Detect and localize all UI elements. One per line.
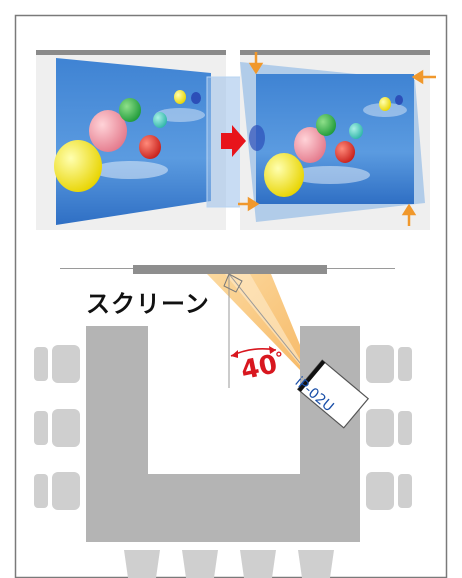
balloon-icon	[191, 92, 201, 104]
before-panel	[36, 50, 226, 230]
chair-icon	[398, 474, 412, 508]
chairs-right	[366, 345, 412, 510]
balloon-icon	[119, 98, 141, 122]
projection-beam	[207, 274, 316, 384]
chair-icon	[34, 347, 48, 381]
chair-icon	[34, 411, 48, 445]
screen-bar	[133, 265, 327, 274]
cloud	[92, 161, 168, 179]
projection-line	[228, 273, 313, 379]
after-panel	[238, 50, 436, 230]
arrow-left-icon	[411, 69, 424, 85]
arrow-right-icon	[247, 196, 260, 212]
balloon-icon	[153, 112, 167, 128]
chair-icon	[52, 472, 80, 510]
balloon-icon	[139, 135, 161, 159]
balloon-icon	[249, 125, 265, 151]
cloud	[290, 166, 370, 184]
before-screen-bar	[36, 50, 226, 55]
chair-icon	[34, 474, 48, 508]
angle-arc-arrowhead	[231, 350, 238, 358]
balloon-icon	[379, 97, 391, 111]
chair-icon	[240, 550, 276, 578]
balloon-icon	[54, 140, 102, 192]
chair-icon	[298, 550, 334, 578]
chair-icon	[398, 347, 412, 381]
chair-icon	[52, 409, 80, 447]
after-screen-bar	[240, 50, 430, 55]
right-angle-marker	[223, 273, 243, 293]
chair-icon	[366, 345, 394, 383]
balloon-icon	[335, 141, 355, 163]
balloon-icon	[89, 110, 127, 152]
cloud	[155, 108, 205, 122]
arrow-up-icon	[401, 203, 417, 216]
chair-icon	[366, 409, 394, 447]
chair-icon	[52, 345, 80, 383]
balloon-icon	[316, 114, 336, 136]
red-arrow-icon	[221, 125, 246, 157]
chair-icon	[366, 472, 394, 510]
projector	[296, 359, 370, 429]
balloon-icon	[264, 153, 304, 197]
projection-beam-core	[225, 274, 312, 380]
chair-icon	[182, 550, 218, 578]
corner-arrows	[238, 52, 436, 226]
balloon-icon	[294, 127, 326, 163]
chair-icon	[398, 411, 412, 445]
angle-arc-arrowhead	[269, 346, 276, 354]
balloon-icon	[174, 90, 186, 104]
balloon-icon	[395, 95, 403, 105]
chairs-left	[34, 345, 80, 510]
projector-lens	[297, 360, 326, 392]
balloon-icon	[349, 123, 363, 139]
u-shaped-table	[86, 326, 360, 542]
arrow-down-icon	[248, 62, 264, 75]
chairs-bottom	[124, 550, 334, 578]
screen-label: スクリーン	[86, 290, 210, 318]
chair-icon	[124, 550, 160, 578]
